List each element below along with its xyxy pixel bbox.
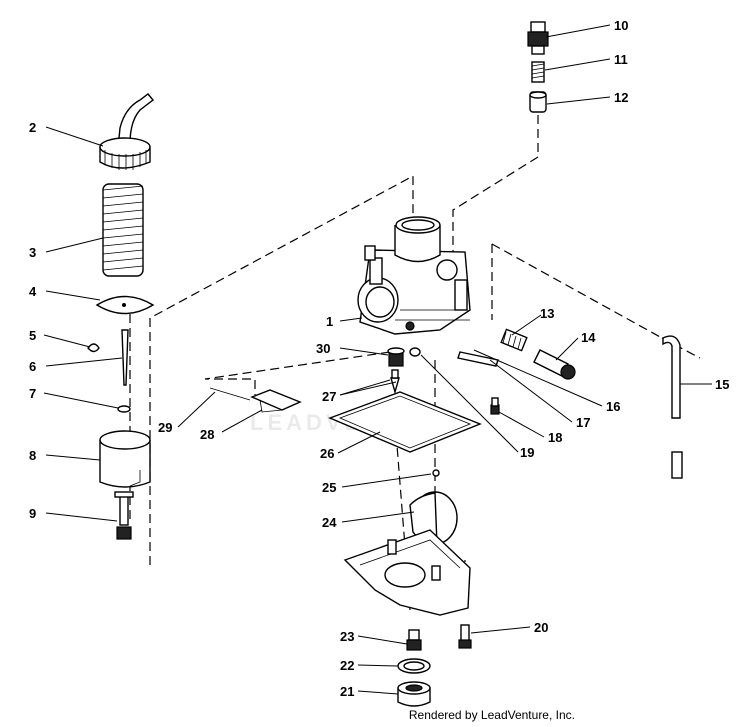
callout-26: 26: [320, 446, 334, 461]
part-float-pin: [209, 387, 251, 401]
part-plunger: [529, 91, 547, 113]
part-adjuster-knob: [533, 349, 576, 380]
part-pilot-screw: [457, 351, 499, 367]
part-drain-washer: [397, 658, 431, 674]
callout-27: 27: [322, 389, 336, 404]
part-throttle-slide: [99, 430, 151, 488]
part-main-jet: [406, 629, 422, 651]
callout-30: 30: [316, 341, 330, 356]
part-small-pin: [432, 469, 440, 477]
part-needle-jet: [114, 491, 134, 540]
part-carburetor-body: [357, 216, 471, 335]
callout-12: 12: [614, 90, 628, 105]
part-small-screw: [490, 397, 500, 415]
callout-17: 17: [576, 415, 590, 430]
callout-9: 9: [29, 506, 36, 521]
part-valve-seat: [387, 347, 405, 367]
part-small-spring: [531, 61, 545, 83]
part-bowl-bolt: [458, 624, 472, 649]
callout-5: 5: [29, 328, 36, 343]
callout-25: 25: [322, 480, 336, 495]
callout-19: 19: [520, 445, 534, 460]
callout-23: 23: [340, 629, 354, 644]
callout-18: 18: [548, 430, 562, 445]
callout-28: 28: [200, 427, 214, 442]
leader-lines: [43, 24, 712, 695]
callout-2: 2: [29, 120, 36, 135]
callout-15: 15: [715, 377, 729, 392]
callout-7: 7: [29, 386, 36, 401]
part-float-bowl: [343, 529, 471, 616]
callout-20: 20: [534, 620, 548, 635]
part-fuel-hose: [662, 335, 683, 479]
part-drain-plug: [397, 681, 431, 707]
callout-16: 16: [606, 399, 620, 414]
callout-3: 3: [29, 245, 36, 260]
part-clip: [87, 343, 100, 353]
callout-29: 29: [158, 420, 172, 435]
part-float-arm: [250, 389, 302, 413]
part-needle-valve: [390, 369, 400, 395]
part-cap-with-cable-elbow: [99, 93, 155, 170]
callout-21: 21: [340, 684, 354, 699]
callout-6: 6: [29, 359, 36, 374]
callout-10: 10: [614, 18, 628, 33]
callout-1: 1: [326, 314, 333, 329]
part-gasket: [328, 391, 482, 453]
callout-24: 24: [322, 515, 337, 530]
footer-credit: Rendered by LeadVenture, Inc.: [408, 708, 575, 722]
part-needle: [121, 329, 129, 386]
part-retainer-plate: [95, 295, 155, 315]
part-fitting: [527, 21, 549, 55]
callout-8: 8: [29, 448, 36, 463]
callout-labels: 2 3 4 5 6 7 8 9 10 11 12 1 13 14 15 16 1…: [29, 18, 729, 699]
callout-13: 13: [540, 306, 554, 321]
part-idle-screw-spring: [500, 328, 528, 352]
part-o-ring: [409, 347, 421, 357]
callout-22: 22: [340, 658, 354, 673]
part-spring: [102, 183, 144, 277]
callout-4: 4: [29, 284, 37, 299]
part-washer: [117, 405, 131, 413]
callout-11: 11: [614, 52, 628, 67]
callout-14: 14: [581, 330, 596, 345]
